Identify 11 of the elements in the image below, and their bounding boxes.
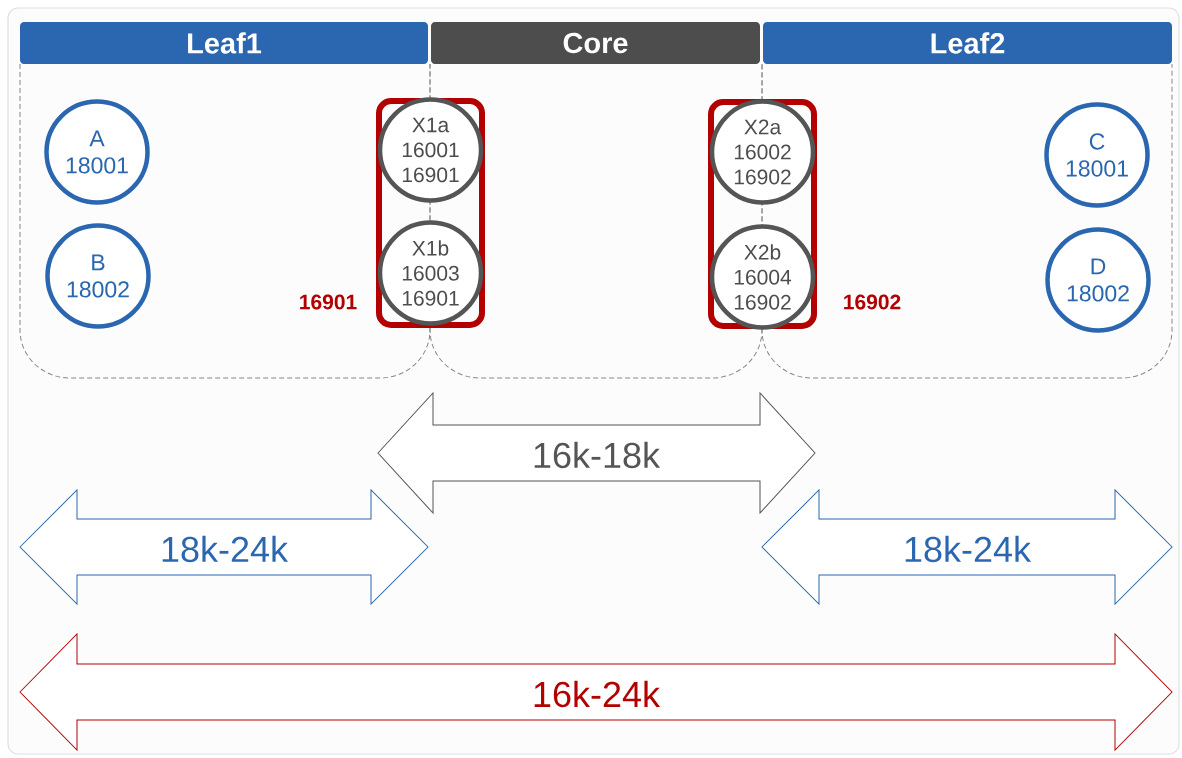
header-band: Leaf2 (763, 22, 1172, 64)
group-box (708, 99, 817, 329)
range-label: 16k-18k (534, 441, 661, 469)
range-label: 16k-24k (534, 680, 661, 708)
header-band: Core (431, 22, 760, 64)
range-label: 18k-24k (905, 535, 1032, 563)
group-box (376, 98, 485, 328)
header-band: Leaf1 (20, 22, 428, 64)
range-caption: 16902 (844, 294, 901, 310)
range-label: 18k-24k (162, 535, 289, 563)
range-caption: 16901 (300, 294, 357, 310)
